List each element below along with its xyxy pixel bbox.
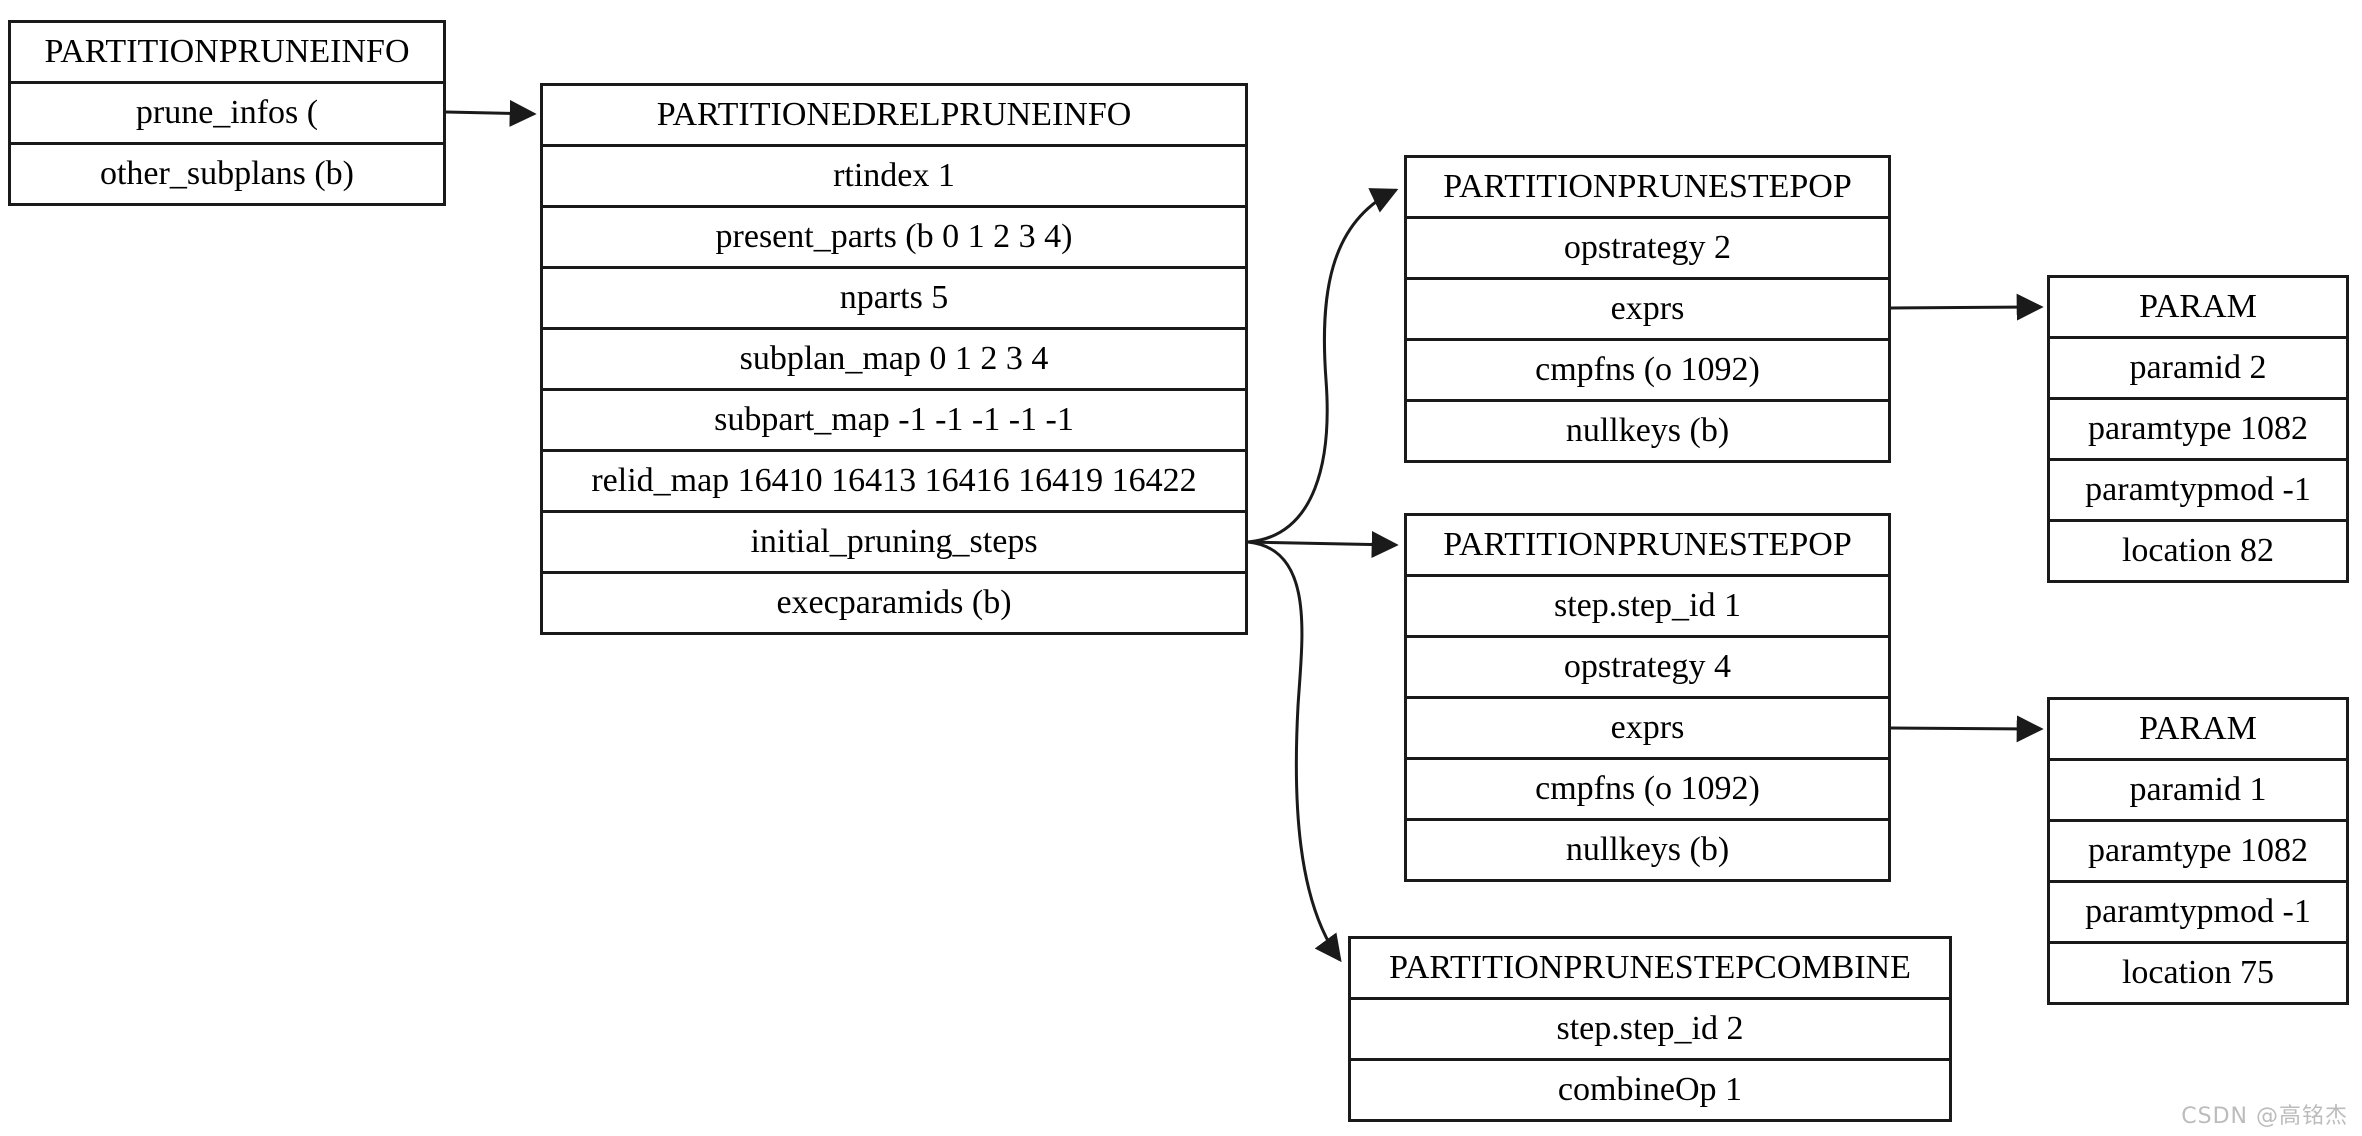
node-partitionprunestepcombine: PARTITIONPRUNESTEPCOMBINE step.step_id 2…	[1348, 936, 1952, 1122]
node-title: PARTITIONEDRELPRUNEINFO	[656, 96, 1132, 133]
field-subpart-map: subpart_map -1 -1 -1 -1 -1	[543, 388, 1245, 449]
field-prune-infos: prune_infos (	[11, 81, 443, 142]
field-subplan-map: subplan_map 0 1 2 3 4	[543, 327, 1245, 388]
field-exprs: exprs	[1407, 696, 1888, 757]
field-initial-pruning-steps: initial_pruning_steps	[543, 510, 1245, 571]
node-title: PARTITIONPRUNESTEPCOMBINE	[1389, 949, 1911, 986]
field-present-parts: present_parts (b 0 1 2 3 4)	[543, 205, 1245, 266]
node-title: PARTITIONPRUNESTEPOP	[1443, 168, 1852, 205]
field-location: location 75	[2050, 941, 2346, 1002]
node-partitionprunestepop-2: PARTITIONPRUNESTEPOP step.step_id 1 opst…	[1404, 513, 1891, 882]
field-nullkeys: nullkeys (b)	[1407, 399, 1888, 460]
edge-initial-steps-to-stepop2	[1247, 531, 1399, 559]
field-nparts: nparts 5	[543, 266, 1245, 327]
node-title: PARAM	[2139, 288, 2257, 325]
field-location: location 82	[2050, 519, 2346, 580]
node-param-1: PARAM paramid 2 paramtype 1082 paramtypm…	[2047, 275, 2349, 583]
node-partitionedrelpruneinfo: PARTITIONEDRELPRUNEINFO rtindex 1 presen…	[540, 83, 1248, 635]
csdn-watermark: CSDN @高铭杰	[2181, 1104, 2348, 1129]
field-opstrategy: opstrategy 2	[1407, 216, 1888, 277]
field-paramid: paramid 2	[2050, 336, 2346, 397]
field-other-subplans: other_subplans (b)	[11, 142, 443, 203]
field-paramtypmod: paramtypmod -1	[2050, 458, 2346, 519]
field-exprs: exprs	[1407, 277, 1888, 338]
edge-initial-steps-to-stepop1	[1247, 188, 1399, 544]
node-partitionpruneinfo: PARTITIONPRUNEINFO prune_infos ( other_s…	[8, 20, 446, 206]
edge-prune-infos-to-relpruneinfo	[445, 99, 537, 127]
field-paramtype: paramtype 1082	[2050, 397, 2346, 458]
field-execparamids: execparamids (b)	[543, 571, 1245, 632]
field-rtindex: rtindex 1	[543, 144, 1245, 205]
node-partitionprunestepop-1: PARTITIONPRUNESTEPOP opstrategy 2 exprs …	[1404, 155, 1891, 463]
node-title: PARTITIONPRUNESTEPOP	[1443, 526, 1852, 563]
node-title: PARAM	[2139, 710, 2257, 747]
field-cmpfns: cmpfns (o 1092)	[1407, 338, 1888, 399]
edge-stepop2-exprs-to-param2	[1890, 715, 2044, 743]
field-paramtypmod: paramtypmod -1	[2050, 880, 2346, 941]
field-combineop: combineOp 1	[1351, 1058, 1949, 1119]
node-title: PARTITIONPRUNEINFO	[44, 33, 410, 70]
edge-initial-steps-to-stepcombine	[1247, 540, 1342, 963]
field-nullkeys: nullkeys (b)	[1407, 818, 1888, 879]
field-step-id: step.step_id 2	[1351, 997, 1949, 1058]
field-relid-map: relid_map 16410 16413 16416 16419 16422	[543, 449, 1245, 510]
field-cmpfns: cmpfns (o 1092)	[1407, 757, 1888, 818]
field-opstrategy: opstrategy 4	[1407, 635, 1888, 696]
field-paramid: paramid 1	[2050, 758, 2346, 819]
field-paramtype: paramtype 1082	[2050, 819, 2346, 880]
node-param-2: PARAM paramid 1 paramtype 1082 paramtypm…	[2047, 697, 2349, 1005]
edge-stepop1-exprs-to-param1	[1890, 293, 2044, 321]
field-step-id: step.step_id 1	[1407, 574, 1888, 635]
